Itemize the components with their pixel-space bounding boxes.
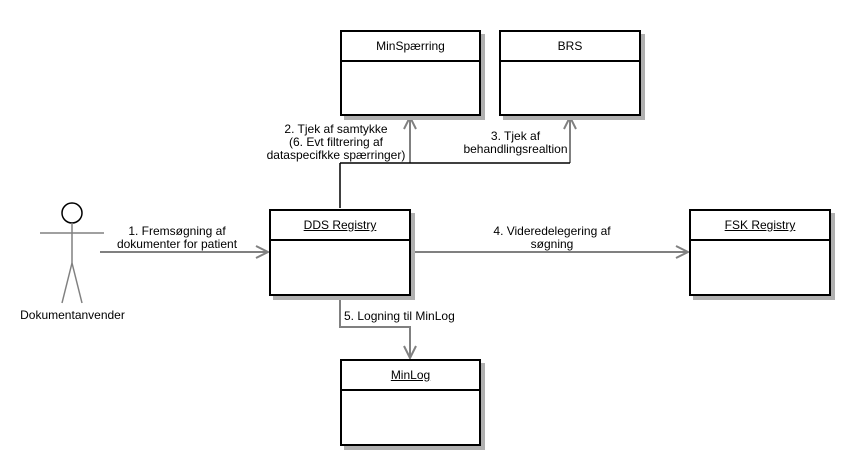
arrowhead-5 <box>403 345 417 361</box>
actor-label: Dokumentanvender <box>20 308 125 322</box>
object-fsk-registry[interactable]: FSK Registry <box>689 209 831 296</box>
message-label-4: 4. Videredelegering af søgning <box>493 224 611 251</box>
object-brs[interactable]: BRS <box>499 30 641 116</box>
arrowhead-3 <box>563 114 577 130</box>
object-title: BRS <box>557 39 583 53</box>
object-title: MinSpærring <box>376 39 445 53</box>
arrowhead-4 <box>675 245 691 259</box>
object-minspaerring[interactable]: MinSpærring <box>340 30 481 116</box>
message-label-2: 2. Tjek af samtykke (6. Evt filtrering a… <box>266 122 406 162</box>
object-title: FSK Registry <box>724 218 796 232</box>
message-label-5: 5. Logning til MinLog <box>344 309 455 323</box>
message-label-1: 1. Fremsøgning af dokumenter for patient <box>116 224 238 251</box>
arrowhead-1 <box>255 245 271 259</box>
message-line-5 <box>339 296 411 358</box>
actor-head-icon <box>61 202 83 224</box>
object-dds-registry[interactable]: DDS Registry <box>269 209 411 296</box>
object-title: DDS Registry <box>303 218 377 232</box>
object-minlog[interactable]: MinLog <box>340 359 481 446</box>
message-label-3: 3. Tjek af behandlingsrealtion <box>463 129 568 156</box>
object-title: MinLog <box>390 368 431 382</box>
actor-figure <box>40 202 104 304</box>
arrowhead-2 <box>403 114 417 130</box>
